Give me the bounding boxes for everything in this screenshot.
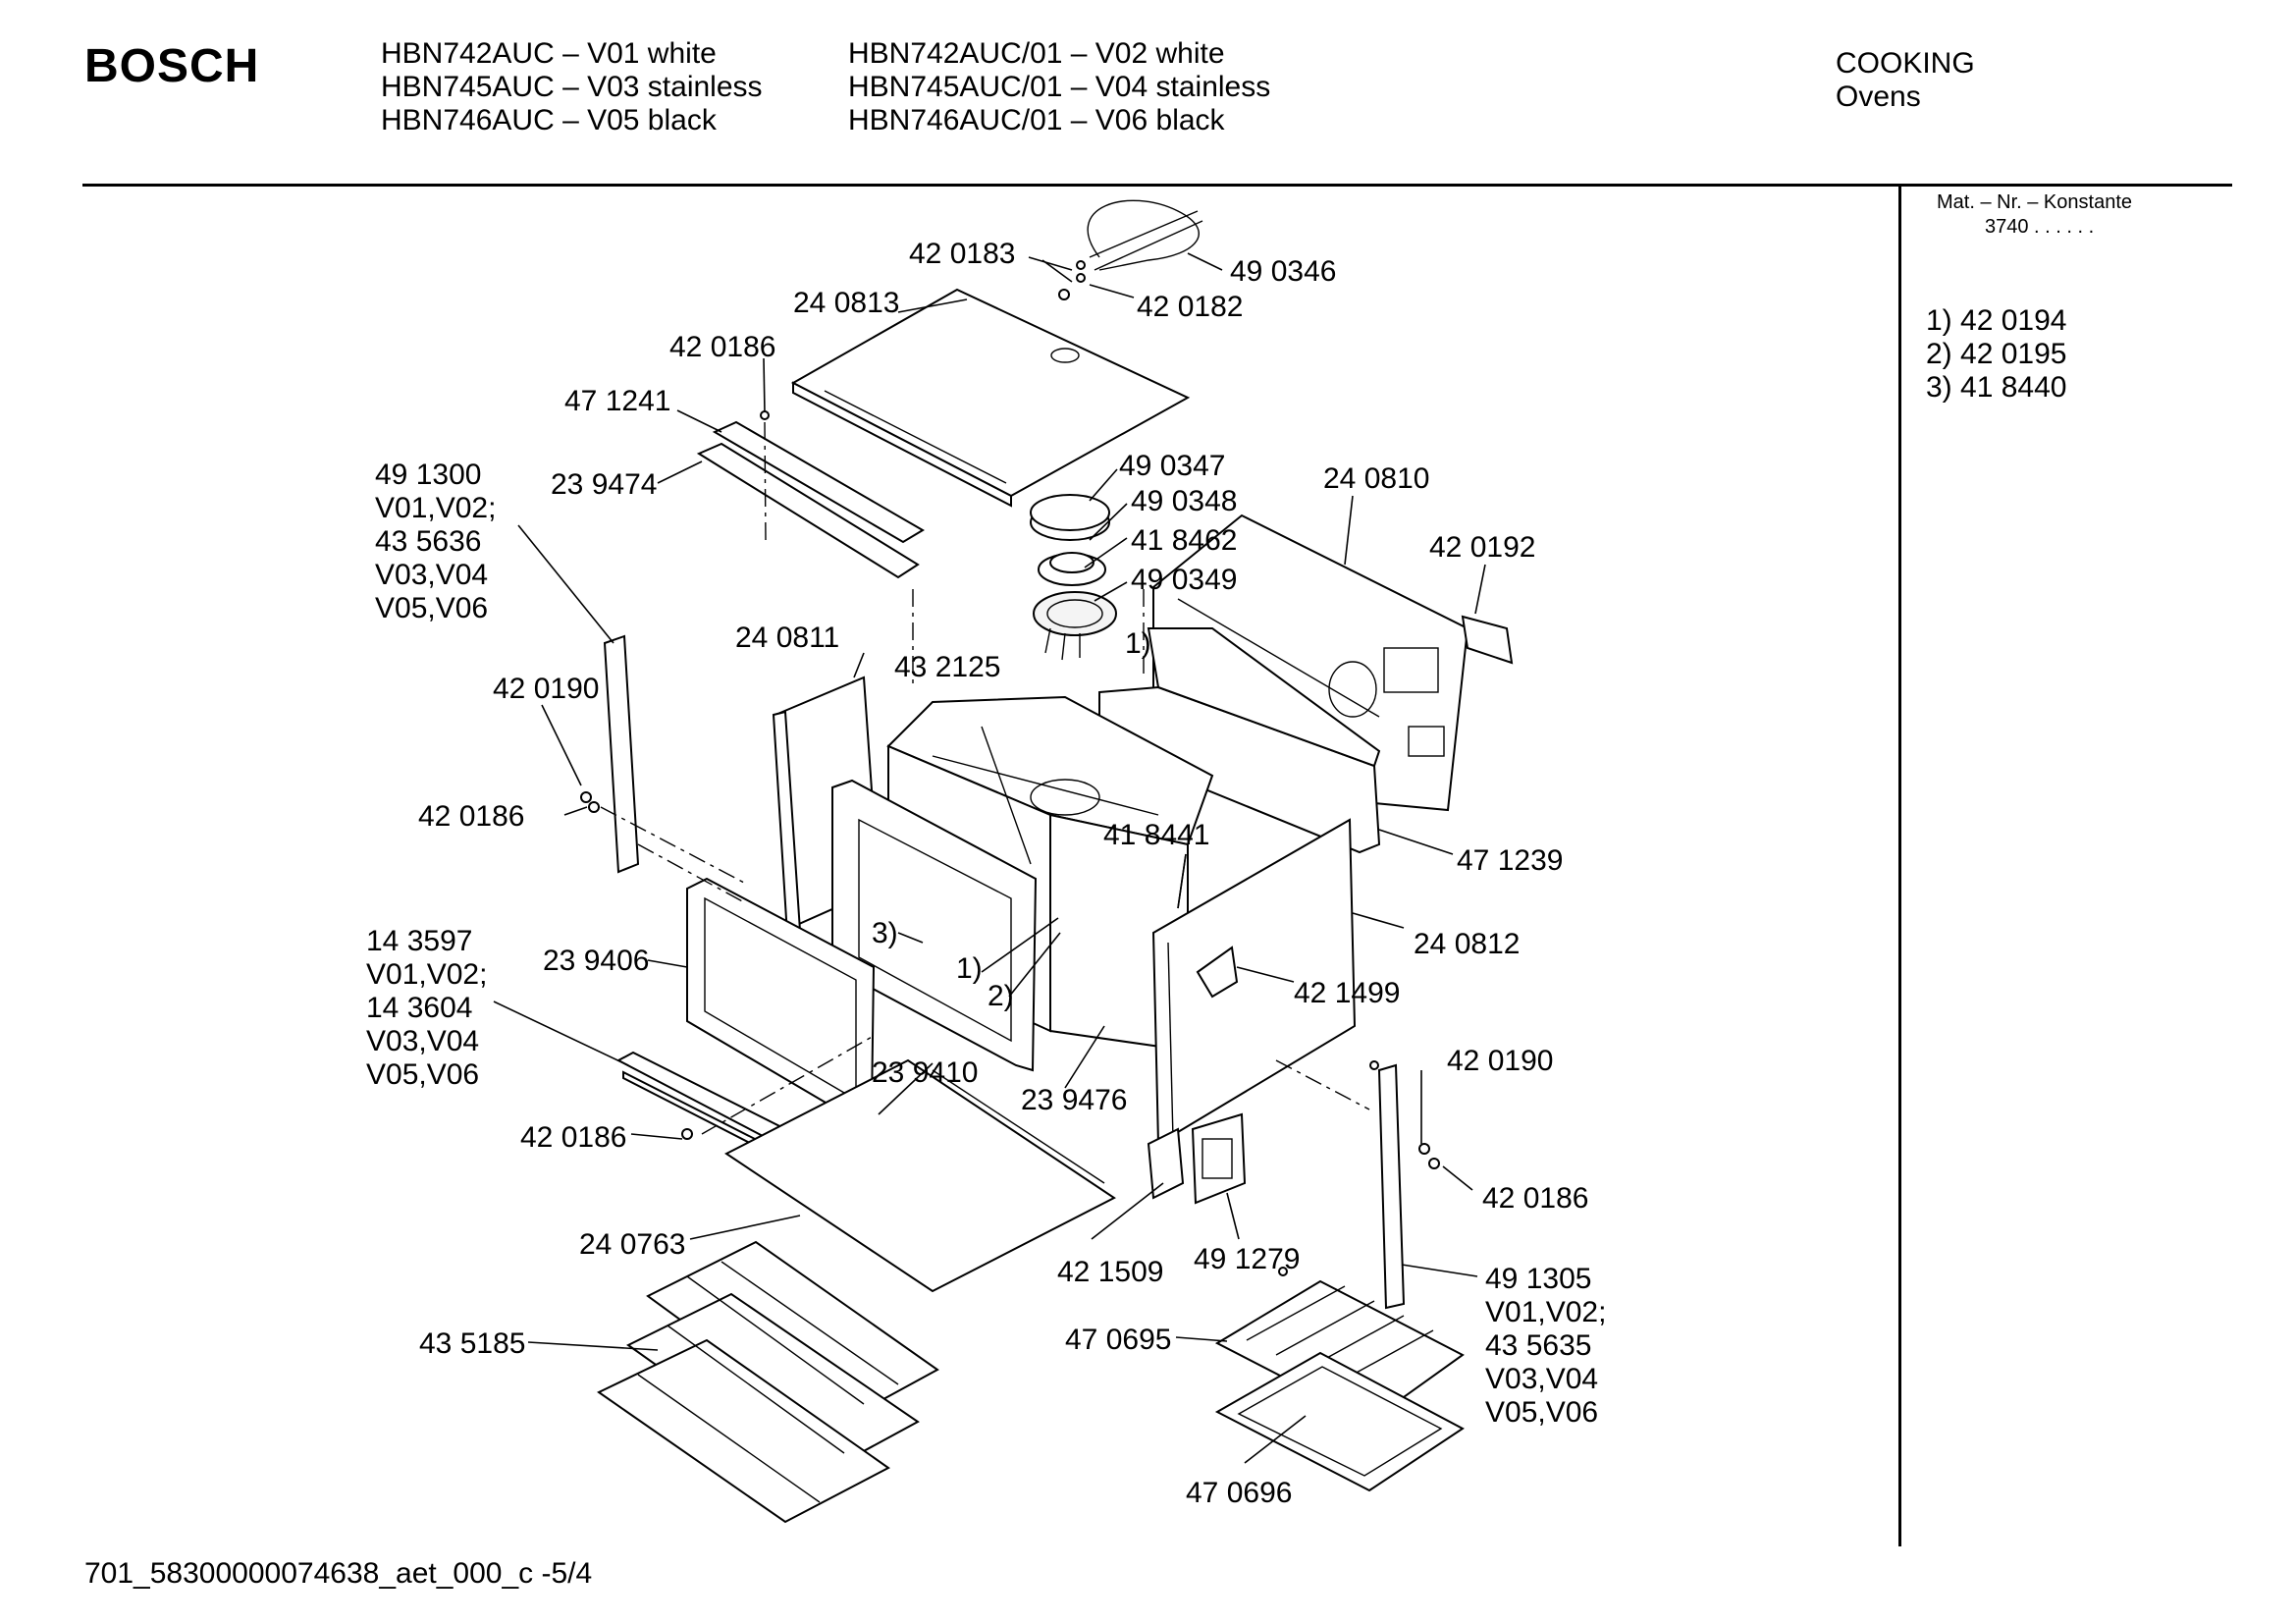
hinge-bracket [1196,946,1239,999]
part-label-variant: V01,V02; [375,492,496,524]
footnote-item: 2) 42 0195 [1926,338,2067,370]
model-line: HBN745AUC/01 – V04 stainless [848,71,1271,103]
model-line: HBN746AUC/01 – V06 black [848,104,1225,136]
side-rail-right [1377,1063,1406,1310]
footnote-marker-1: 1) [956,952,983,985]
part-label-435636: 43 5636 [375,525,481,558]
part-label-variant: V03,V04 [366,1025,479,1057]
subcategory-label: Ovens [1836,81,1921,113]
top-cover-panel [790,288,1191,508]
footnote-list: 1) 42 0194 2) 42 0195 3) 41 8440 [1926,304,2066,405]
part-label-420192: 42 0192 [1429,531,1535,564]
part-label-490346: 49 0346 [1230,255,1336,288]
model-line: HBN745AUC – V03 stainless [381,71,763,103]
document-id: 701_58300000074638_aet_000_c -5/4 [84,1557,593,1590]
part-label-471241: 47 1241 [564,385,670,417]
footnote-marker-3: 3) [872,917,898,949]
part-label-143604: 14 3604 [366,992,472,1024]
cable-hose [1087,199,1203,271]
part-label-490349: 49 0349 [1131,564,1237,596]
part-label-491305: 49 1305 [1485,1263,1591,1295]
rear-insulation [1098,627,1381,854]
right-side-panel [1151,818,1357,1146]
bottom-plate [724,1058,1116,1293]
part-label-240813: 24 0813 [793,287,899,319]
part-label-490347: 49 0347 [1119,450,1225,482]
hinge-assembly [1147,1112,1247,1205]
part-label-240763: 24 0763 [579,1228,685,1261]
part-label-239410: 23 9410 [872,1056,978,1089]
side-rail-left [603,634,640,874]
mat-nr-value: 3740 . . . . . . [1985,216,2095,238]
footnote-item: 1) 42 0194 [1926,304,2067,337]
convection-fan-assembly [1030,494,1117,661]
model-line: HBN742AUC – V01 white [381,37,717,70]
part-label-240812: 24 0812 [1414,928,1520,960]
part-label-240810: 24 0810 [1323,462,1429,495]
broil-pan-tray [1214,1351,1465,1492]
part-label-490348: 49 0348 [1131,485,1237,517]
bosch-logo: BOSCH [84,40,260,92]
part-label-491300: 49 1300 [375,459,481,491]
part-label-variant: V05,V06 [366,1058,479,1091]
footnote-marker-2: 2) [988,980,1014,1012]
part-label-420190: 42 0190 [1447,1045,1553,1077]
part-label-470695: 47 0695 [1065,1324,1171,1356]
oven-rack-set [597,1240,939,1524]
part-label-variant: V03,V04 [1485,1363,1598,1395]
part-label-432125: 43 2125 [894,651,1000,683]
front-rail [696,420,925,579]
part-label-variant: V01,V02; [1485,1296,1606,1328]
part-label-239476: 23 9476 [1021,1084,1127,1116]
mat-nr-title: Mat. – Nr. – Konstante [1937,191,2132,213]
alignment-lines [600,421,1370,1135]
part-label-421499: 42 1499 [1294,977,1400,1009]
part-label-239406: 23 9406 [543,945,649,977]
part-label-418462: 41 8462 [1131,524,1237,557]
part-label-239474: 23 9474 [551,468,657,501]
part-label-471239: 47 1239 [1457,844,1563,877]
part-label-421509: 42 1509 [1057,1256,1163,1288]
part-label-variant: V03,V04 [375,559,488,591]
part-label-variant: V05,V06 [1485,1396,1598,1429]
model-list-right: HBN742AUC/01 – V02 white HBN745AUC/01 – … [848,37,1270,137]
part-label-470696: 47 0696 [1186,1477,1292,1509]
part-label-420186: 42 0186 [669,331,775,363]
category-block: COOKING Ovens [1836,47,1975,114]
model-list-left: HBN742AUC – V01 white HBN745AUC – V03 st… [381,37,763,137]
part-label-491279: 49 1279 [1194,1243,1300,1275]
part-label-240811: 24 0811 [735,622,839,654]
category-label: COOKING [1836,47,1975,80]
footnote-item: 3) 41 8440 [1926,371,2067,404]
part-label-143597: 14 3597 [366,925,472,957]
model-line: HBN742AUC/01 – V02 white [848,37,1225,70]
part-label-420186: 42 0186 [520,1121,626,1154]
part-label-435185: 43 5185 [419,1327,525,1360]
part-label-variant: V01,V02; [366,958,487,991]
leader-lines [493,252,1486,1464]
part-label-420183: 42 0183 [909,238,1015,270]
part-label-420182: 42 0182 [1137,291,1243,323]
part-label-variant: V05,V06 [375,592,488,624]
header-divider [82,184,2232,187]
footnote-marker-1: 1) [1125,627,1151,660]
part-label-420190: 42 0190 [493,673,599,705]
screw-markers [580,260,1440,1276]
part-label-435635: 43 5635 [1485,1329,1591,1362]
part-label-420186: 42 0186 [1482,1182,1588,1215]
side-panel-divider [1898,184,1901,1546]
model-line: HBN746AUC – V05 black [381,104,717,136]
part-label-418441: 41 8441 [1103,819,1209,851]
part-label-420186: 42 0186 [418,800,524,833]
rear-bracket [1461,615,1514,665]
